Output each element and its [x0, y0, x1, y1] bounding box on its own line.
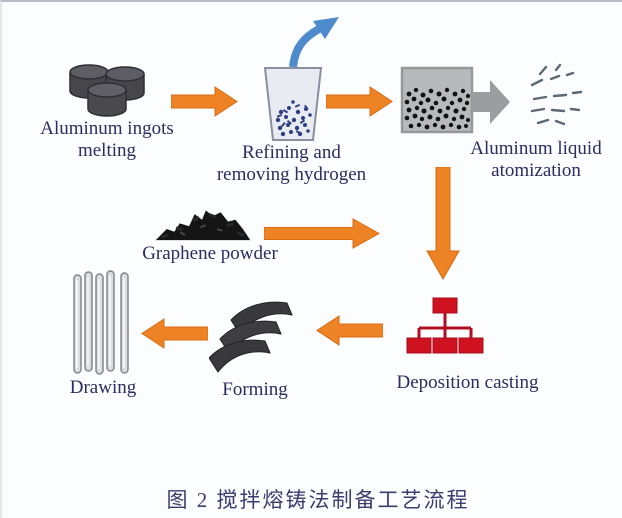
- arrow-graphene-to-deposition: [264, 218, 380, 249]
- atomization-label: Aluminum liquid atomization: [450, 138, 622, 182]
- refining-label: Refining and removing hydrogen: [184, 142, 399, 186]
- drawing-rods-icon: [72, 268, 136, 380]
- forming-label: Forming: [200, 379, 310, 401]
- atomization-box-icon: [400, 66, 512, 140]
- arrow-ingots-to-refining: [171, 86, 238, 117]
- arrow-forming-to-drawing: [141, 318, 208, 349]
- drawing-label-text: Drawing: [69, 377, 137, 398]
- aluminum-ingots-icon: [66, 62, 150, 124]
- aluminum-ingots-label-line2: melting: [77, 140, 137, 162]
- atomization-label-line2: atomization: [491, 160, 581, 182]
- arrow-refining-to-atomization: [326, 86, 393, 117]
- arrow-atomization-to-deposition: [426, 167, 460, 280]
- forming-icon: [209, 296, 304, 381]
- refining-label-line2: removing hydrogen: [216, 164, 367, 186]
- drawing-label: Drawing: [47, 377, 159, 399]
- deposition-casting-label-text: Deposition casting: [396, 372, 539, 393]
- figure-caption: 图 2 搅拌熔铸法制备工艺流程: [166, 488, 470, 512]
- deposition-casting-label: Deposition casting: [370, 372, 565, 394]
- forming-label-text: Forming: [222, 379, 288, 400]
- deposition-casting-icon: [406, 296, 484, 360]
- degassing-blue-arrow-icon: [285, 14, 343, 68]
- atomization-label-line1: Aluminum liquid: [470, 138, 602, 159]
- aluminum-ingots-label-line1: Aluminum ingots: [40, 118, 174, 139]
- refining-label-line1: Refining and: [242, 142, 341, 163]
- graphene-powder-icon: [152, 201, 254, 244]
- graphene-powder-label: Graphene powder: [120, 243, 300, 265]
- refining-beaker-icon: [253, 62, 333, 144]
- graphene-powder-label-text: Graphene powder: [142, 243, 278, 264]
- arrow-deposition-to-forming: [316, 315, 383, 346]
- aluminum-ingots-label: Aluminum ingots melting: [17, 118, 197, 162]
- atomized-spray-icon: [518, 62, 592, 136]
